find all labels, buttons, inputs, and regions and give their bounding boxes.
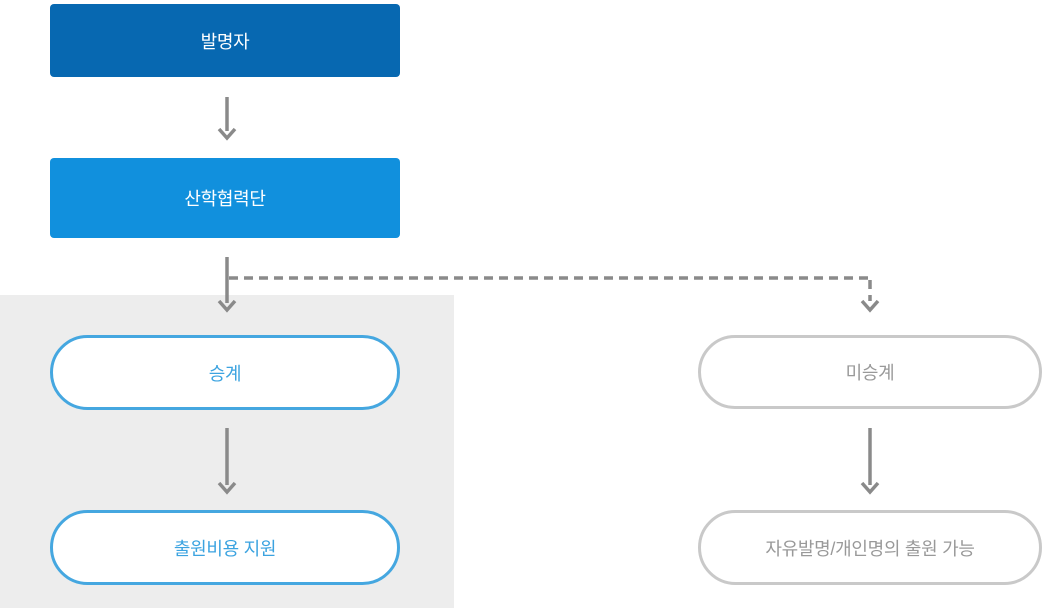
- arrow-inventor-to-foundation-icon: [217, 97, 237, 141]
- node-inventor: 발명자: [50, 4, 400, 77]
- node-cost-support-label: 출원비용 지원: [173, 538, 277, 559]
- node-succession-label: 승계: [208, 363, 242, 384]
- node-foundation: 산학협력단: [50, 158, 400, 238]
- node-free-invention: 자유발명/개인명의 출원 가능: [698, 510, 1042, 585]
- node-non-succession: 미승계: [698, 335, 1042, 409]
- node-succession: 승계: [50, 335, 400, 410]
- node-non-succession-label: 미승계: [845, 363, 895, 383]
- node-inventor-label: 발명자: [200, 31, 250, 52]
- node-foundation-label: 산학협력단: [184, 189, 266, 209]
- arrow-non-succession-to-free-invention-icon: [860, 428, 880, 495]
- node-free-invention-label: 자유발명/개인명의 출원 가능: [765, 538, 975, 559]
- node-cost-support: 출원비용 지원: [50, 510, 400, 585]
